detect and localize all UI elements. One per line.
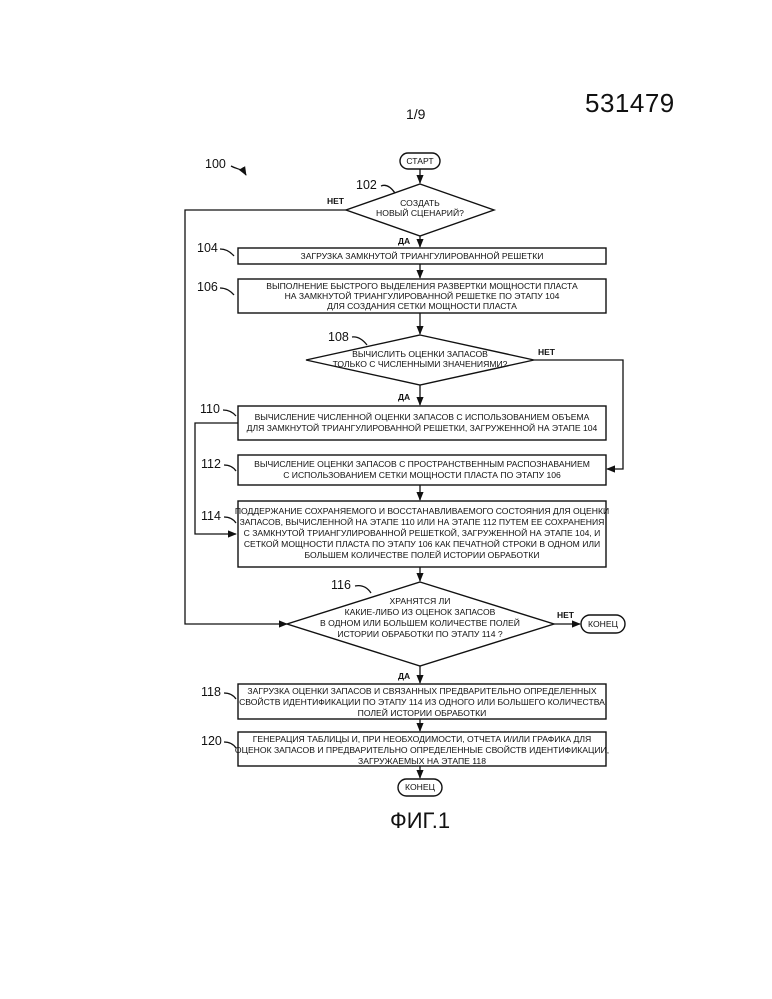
- process-110-text: ДЛЯ ЗАМКНУТОЙ ТРИАНГУЛИРОВАННОЙ РЕШЕТКИ,…: [247, 422, 598, 433]
- process-120-text: ЗАГРУЖАЕМЫХ НА ЭТАПЕ 118: [358, 756, 486, 766]
- no-label: НЕТ: [327, 196, 345, 206]
- yes-label: ДА: [398, 392, 410, 402]
- decision-116-text: КАКИЕ-ЛИБО ИЗ ОЦЕНОК ЗАПАСОВ: [345, 607, 496, 617]
- figure-caption: ФИГ.1: [390, 808, 450, 834]
- yes-label: ДА: [398, 671, 410, 681]
- process-114-text: ЗАПАСОВ, ВЫЧИСЛЕННОЙ НА ЭТАПЕ 110 ИЛИ НА…: [240, 516, 605, 527]
- leader-line: [220, 288, 234, 295]
- process-114-text: С ЗАМКНУТОЙ ТРИАНГУЛИРОВАННОЙ РЕШЕТКОЙ, …: [244, 527, 601, 538]
- process-114-text: СЕТКОЙ МОЩНОСТИ ПЛАСТА ПО ЭТАПУ 106 КАК …: [244, 538, 600, 549]
- process-112-text: ВЫЧИСЛЕНИЕ ОЦЕНКИ ЗАПАСОВ С ПРОСТРАНСТВЕ…: [254, 459, 590, 469]
- start-label: СТАРТ: [406, 156, 434, 166]
- yes-label: ДА: [398, 236, 410, 246]
- process-104-text: ЗАГРУЗКА ЗАМКНУТОЙ ТРИАНГУЛИРОВАННОЙ РЕШ…: [301, 250, 544, 261]
- end-label-1: КОНЕЦ: [588, 619, 619, 629]
- step-number-118: 118: [201, 685, 221, 699]
- ref-arrow: [231, 166, 246, 175]
- step-number-110: 110: [200, 402, 220, 416]
- process-120-text: ГЕНЕРАЦИЯ ТАБЛИЦЫ И, ПРИ НЕОБХОДИМОСТИ, …: [253, 734, 591, 744]
- step-number-120: 120: [201, 734, 222, 748]
- decision-116-text: ИСТОРИИ ОБРАБОТКИ ПО ЭТАПУ 114 ?: [337, 629, 503, 639]
- step-number-114: 114: [201, 509, 221, 523]
- process-106-text: ДЛЯ СОЗДАНИЯ СЕТКИ МОЩНОСТИ ПЛАСТА: [327, 301, 517, 311]
- process-118-text: ЗАГРУЗКА ОЦЕНКИ ЗАПАСОВ И СВЯЗАННЫХ ПРЕД…: [247, 686, 596, 696]
- decision-102-text: НОВЫЙ СЦЕНАРИЙ?: [376, 207, 464, 218]
- no-label: НЕТ: [557, 610, 575, 620]
- figure-ref-number: 100: [205, 157, 226, 171]
- step-number-116: 116: [331, 578, 351, 592]
- decision-116-text: В ОДНОМ ИЛИ БОЛЬШЕМ КОЛИЧЕСТВЕ ПОЛЕЙ: [320, 617, 520, 628]
- leader-line: [224, 517, 236, 523]
- step-number-108: 108: [328, 330, 349, 344]
- process-106-text: ВЫПОЛНЕНИЕ БЫСТРОГО ВЫДЕЛЕНИЯ РАЗВЕРТКИ …: [266, 281, 578, 291]
- decision-108-text: ВЫЧИСЛИТЬ ОЦЕНКИ ЗАПАСОВ: [352, 349, 488, 359]
- leader-line: [381, 185, 395, 193]
- process-110-text: ВЫЧИСЛЕНИЕ ЧИСЛЕННОЙ ОЦЕНКИ ЗАПАСОВ С ИС…: [255, 411, 590, 422]
- process-114-text: ПОДДЕРЖАНИЕ СОХРАНЯЕМОГО И ВОССТАНАВЛИВА…: [235, 506, 609, 516]
- step-number-112: 112: [201, 457, 221, 471]
- no-label: НЕТ: [538, 347, 556, 357]
- decision-116-text: ХРАНЯТСЯ ЛИ: [390, 596, 451, 606]
- leader-line: [223, 410, 236, 416]
- decision-102-text: СОЗДАТЬ: [400, 198, 440, 208]
- decision-108-text: ТОЛЬКО С ЧИСЛЕННЫМИ ЗНАЧЕНИЯМИ?: [333, 359, 508, 369]
- process-118-text: СВОЙСТВ ИДЕНТИФИКАЦИИ ПО ЭТАПУ 114 ИЗ ОД…: [239, 696, 605, 707]
- process-120-text: ОЦЕНОК ЗАПАСОВ И ПРЕДВАРИТЕЛЬНО ОПРЕДЕЛЕ…: [235, 744, 609, 755]
- leader-line: [224, 693, 236, 699]
- process-118-text: ПОЛЕЙ ИСТОРИИ ОБРАБОТКИ: [358, 707, 487, 718]
- process-106-text: НА ЗАМКНУТОЙ ТРИАНГУЛИРОВАННОЙ РЕШЕТКЕ П…: [285, 290, 560, 301]
- step-number-106: 106: [197, 280, 218, 294]
- leader-line: [355, 586, 371, 593]
- process-114-text: БОЛЬШЕМ КОЛИЧЕСТВЕ ПОЛЕЙ ИСТОРИИ ОБРАБОТ…: [304, 549, 539, 560]
- step-number-104: 104: [197, 241, 218, 255]
- leader-line: [220, 249, 234, 256]
- leader-line: [224, 465, 236, 471]
- leader-line: [352, 337, 367, 345]
- end-label-2: КОНЕЦ: [405, 782, 436, 792]
- process-112-text: С ИСПОЛЬЗОВАНИЕМ СЕТКИ МОЩНОСТИ ПЛАСТА П…: [283, 470, 561, 480]
- step-number-102: 102: [356, 178, 377, 192]
